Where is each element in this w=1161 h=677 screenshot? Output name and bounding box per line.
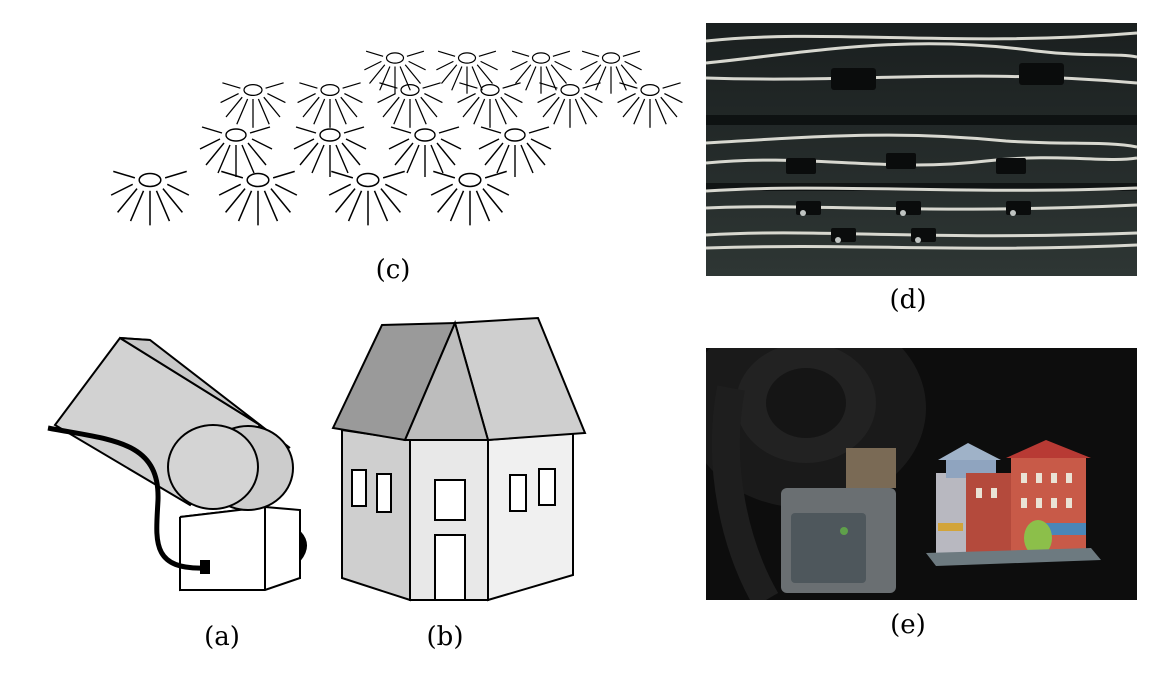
light-bulb-icon [388, 126, 462, 177]
light-bulb-icon [510, 50, 572, 94]
light-rig-photo [706, 23, 1137, 276]
light-bulb-icon [293, 126, 367, 177]
light-rig-illustration [706, 23, 1137, 276]
light-bulb-icon [617, 82, 683, 128]
camera-panel: (a) [0, 300, 320, 677]
caption-a: (a) [204, 622, 240, 652]
light-bulb-icon [580, 50, 642, 94]
light-bulb-icon [364, 50, 426, 94]
caption-b: (b) [426, 622, 464, 652]
light-bulb-icon [218, 170, 298, 226]
caption-d: (d) [889, 285, 927, 315]
light-bulb-icon [457, 82, 523, 128]
caption-e: (e) [890, 610, 926, 640]
light-bulb-icon [430, 170, 510, 226]
light-bulb-icon [328, 170, 408, 226]
model-city-photo [706, 348, 1137, 600]
caption-c: (c) [375, 255, 411, 285]
light-bulb-icon [377, 82, 443, 128]
light-bulb-icon [537, 82, 603, 128]
light-bulb-icon [436, 50, 498, 94]
light-bulb-icon [110, 170, 190, 226]
light-array-diagram [110, 50, 683, 226]
light-bulb-icon [220, 82, 286, 128]
house-panel: (b) [320, 300, 600, 677]
camera-icon [47, 336, 307, 592]
light-array-panel: (c) [0, 0, 700, 300]
light-bulb-icon [478, 126, 552, 177]
house-icon [331, 316, 587, 602]
light-bulb-icon [199, 126, 273, 177]
model-city-illustration [706, 348, 1137, 600]
light-bulb-icon [297, 82, 363, 128]
